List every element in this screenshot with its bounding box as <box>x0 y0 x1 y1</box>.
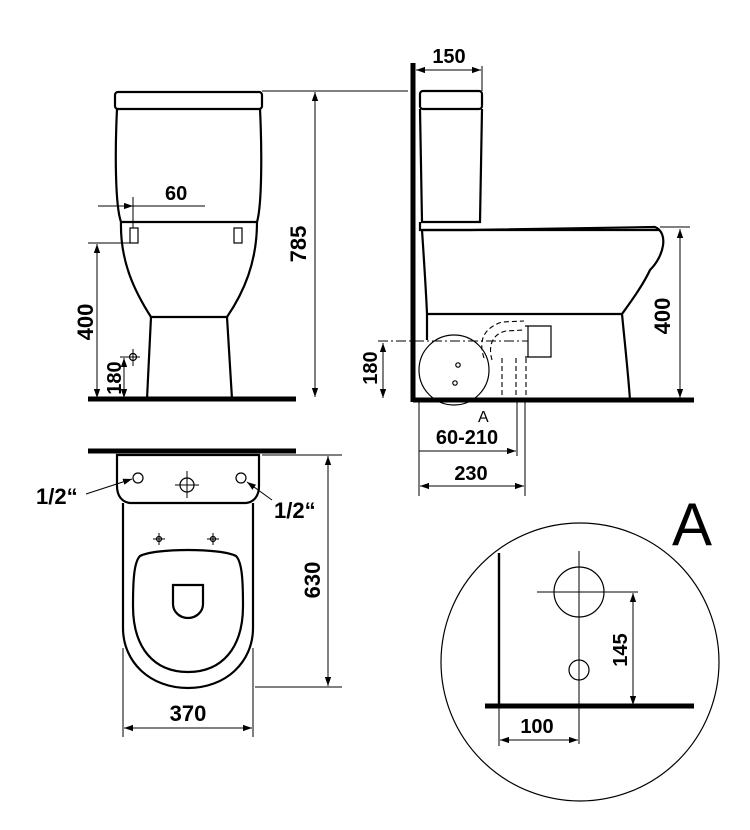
side-outlet-hole-top <box>455 362 461 368</box>
dim-label-785: 785 <box>286 226 311 263</box>
label-right-valve: 1/2“ <box>274 498 316 523</box>
plan-valve-right <box>235 472 247 484</box>
dim-label-145: 145 <box>610 633 632 666</box>
dim-label-630: 630 <box>300 562 325 599</box>
front-pedestal <box>145 316 234 400</box>
dim-label-370: 370 <box>170 701 207 726</box>
leader-right-valve <box>246 481 273 501</box>
dim-label-60-210: 60-210 <box>436 427 498 449</box>
front-bolt-right <box>233 227 243 244</box>
side-bowl <box>418 222 665 401</box>
plan-water-area <box>171 583 205 620</box>
front-cistern-body <box>114 108 263 224</box>
detail-a-circle <box>440 522 720 802</box>
detail-a-title: A <box>672 491 712 558</box>
dim-label-side-180: 180 <box>360 351 382 384</box>
total-height-dimension: 785 <box>262 90 408 397</box>
plan-seat <box>131 548 245 674</box>
side-view: A 150 400 180 60-210 230 <box>360 46 694 496</box>
plan-bolt-left <box>153 533 165 545</box>
dim-label-front-400: 400 <box>73 304 98 341</box>
plan-bolt-right <box>207 533 219 545</box>
dim-label-60: 60 <box>165 183 187 205</box>
dim-label-front-180: 180 <box>104 361 126 394</box>
side-foot <box>420 229 622 340</box>
plan-view: 1/2“ 1/2“ 630 370 <box>36 448 342 737</box>
detail-a: A 145 100 <box>440 491 720 802</box>
front-view: 60 400 180 <box>73 90 296 402</box>
side-outlet-circle <box>418 334 490 406</box>
label-left-valve: 1/2“ <box>36 484 78 509</box>
dim-label-side-400: 400 <box>650 298 675 335</box>
dim-label-100: 100 <box>520 716 553 738</box>
plan-bowl-outline <box>121 503 255 690</box>
detail-marker-a: A <box>478 409 489 426</box>
side-outlet-hole-small <box>452 380 458 386</box>
dim-label-150: 150 <box>432 46 465 68</box>
side-cistern-body <box>418 108 484 224</box>
detail-outlet-small <box>568 659 590 681</box>
front-bolt-left <box>129 227 139 244</box>
side-cistern-lid <box>418 89 484 111</box>
dim-label-230: 230 <box>454 463 487 485</box>
side-trap-dashed <box>481 320 527 400</box>
plan-cistern <box>115 453 261 505</box>
front-cistern-lid <box>113 90 264 111</box>
leader-left-valve <box>85 478 133 495</box>
plan-valve-left <box>132 472 144 484</box>
front-inlet-cross <box>126 349 140 366</box>
plan-flush-button <box>175 471 199 498</box>
front-bowl <box>119 221 259 319</box>
side-connector <box>525 325 552 358</box>
